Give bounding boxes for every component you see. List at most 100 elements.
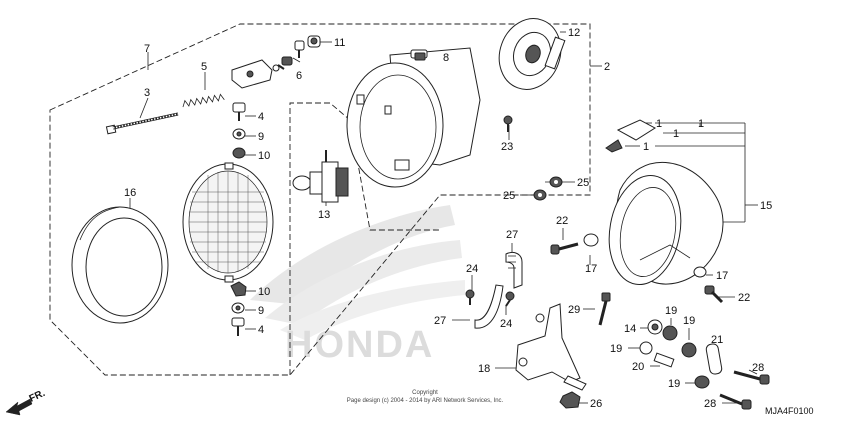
mount-bracket-part-18 [515,303,587,391]
part-label-22: 22 [738,292,750,304]
headlight-rim-part-16 [71,206,169,324]
part-label-3: 3 [144,87,150,99]
screw-part-23 [503,115,513,132]
collar-part-17-upper [583,233,599,247]
part-label-10: 10 [258,150,270,162]
part-label-4: 4 [258,111,264,123]
headlight-shell-part-15 [608,162,724,286]
nut-part-10-upper [232,147,246,159]
part-label-19: 19 [668,378,680,390]
part-label-11: 11 [334,37,345,49]
adjuster-bracket [231,59,280,89]
screw-top [294,40,305,58]
grommet-part-19-d [694,375,710,389]
assembly-boundary-outer [49,23,591,376]
copyright-text: Page design (c) 2004 - 2014 by ARI Netwo… [347,398,504,404]
assembly-boundary-inner [289,102,440,375]
part-label-16: 16 [124,187,136,199]
part-label-25: 25 [577,177,589,189]
clip-part-8 [414,52,426,61]
grommet-part-19-b [681,342,697,358]
collar-part-21 [705,343,723,375]
nut-part-25-b [549,176,563,188]
part-label-14: 14 [624,323,636,335]
part-label-24: 24 [466,263,478,275]
front-arrow-icon [5,398,33,416]
honda-watermark-text: HONDA [285,324,434,366]
part-label-29: 29 [568,304,580,316]
headlight-unit [182,162,274,283]
part-label-17: 17 [585,263,597,275]
adjusting-screw-part-3 [105,112,179,135]
part-label-1: 1 [643,141,649,153]
part-label-15: 15 [760,200,772,212]
bolt-part-22-lower [704,285,724,304]
part-label-1: 1 [656,118,662,130]
collar-part-20 [653,352,675,368]
nut-part-10-lower [230,281,247,297]
part-label-27: 27 [434,315,446,327]
collar-part-17-lower [693,266,707,278]
part-label-27: 27 [506,229,518,241]
part-label-21: 21 [711,334,723,346]
part-label-23: 23 [501,141,513,153]
bracket-part-27-lower [474,284,504,329]
nut-part-26 [559,391,581,409]
screw-part-24-a [465,289,475,305]
headlight-case-part-2 [346,47,481,188]
part-label-19: 19 [610,343,622,355]
part-label-4: 4 [258,324,264,336]
front-direction-indicator: FR. [5,388,47,416]
bolt-part-28-b [719,393,752,410]
emblem-part-1 [605,119,656,153]
part-label-28: 28 [752,362,764,374]
headlight-bulb-part-13 [292,150,349,203]
part-label-6: 6 [296,70,302,82]
copyright-heading: Copyright [412,390,438,396]
part-label-2: 2 [604,61,610,73]
grommet-part-19-a [662,325,678,341]
front-arrow-label: FR. [28,388,47,405]
part-label-9: 9 [258,305,264,317]
part-label-9: 9 [258,131,264,143]
part-label-7: 7 [144,43,150,55]
part-label-17: 17 [716,270,728,282]
bolt-part-28-a [733,370,770,385]
part-label-1: 1 [673,128,679,140]
part-number-labels: 1 1 1 1 2 3 4 4 5 6 7 8 9 9 10 10 11 12 … [124,27,772,410]
part-label-13: 13 [318,209,330,221]
part-label-26: 26 [590,398,602,410]
part-label-1: 1 [698,118,704,130]
collar-part-14 [647,319,663,335]
part-label-18: 18 [478,363,490,375]
nut-part-25-a [533,189,547,201]
part-label-24: 24 [500,318,512,330]
part-label-8: 8 [443,52,449,64]
part-label-5: 5 [201,61,207,73]
bolt-part-29 [598,292,611,326]
honda-wing-watermark [250,205,465,340]
part-label-10: 10 [258,286,270,298]
part-label-12: 12 [568,27,580,39]
spring-part-5 [182,93,225,108]
bracket-part-27-upper [505,251,523,289]
bolt-part-22-upper [550,242,579,255]
grommet-part-19-c [639,341,653,355]
screw-part-6 [277,56,293,70]
part-label-20: 20 [632,361,644,373]
part-label-19: 19 [665,305,677,317]
dust-cover-part-12 [498,18,566,90]
screw-part-4-upper [232,102,246,121]
grommet-part-9-upper [232,128,246,140]
diagram-code: MJA4F0100 [765,406,814,416]
nut-part-11 [307,35,321,48]
part-label-28: 28 [704,398,716,410]
screw-part-24-b [505,291,515,307]
part-label-22: 22 [556,215,568,227]
part-label-19: 19 [683,315,695,327]
screw-part-4-lower [231,317,245,336]
grommet-part-9-lower [231,302,245,314]
part-label-25: 25 [503,190,515,202]
